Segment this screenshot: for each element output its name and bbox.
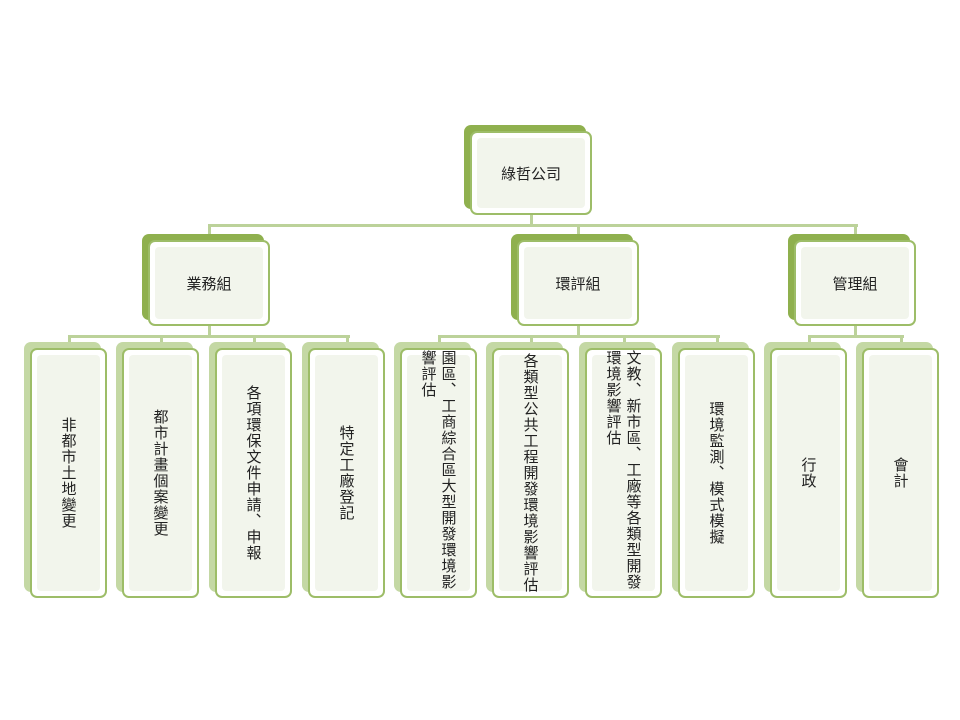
root-node: 綠哲公司 <box>464 125 592 215</box>
leaf-node-1-inner <box>37 355 100 591</box>
group-node-3-face: 管理組 <box>794 240 916 326</box>
leaf-node-9-label: 行政 <box>799 457 818 489</box>
connector-group-3-stem <box>854 224 857 240</box>
leaf-node-4: 特定工廠登記 <box>302 342 385 598</box>
leaf-node-1: 非都市土地變更 <box>24 342 107 598</box>
group-node-3: 管理組 <box>788 234 916 326</box>
leaf-node-9-face: 行政 <box>770 348 847 598</box>
group-node-3-inner <box>801 247 909 319</box>
leaf-node-5-face: 園區、工商綜合區大型開發環境影響評估 <box>400 348 477 598</box>
leaf-node-9-inner <box>777 355 840 591</box>
root-node-label: 綠哲公司 <box>500 164 561 183</box>
leaf-node-9: 行政 <box>764 342 847 598</box>
leaf-node-6-label: 各類型公共工程開發環境影響評估 <box>521 353 540 593</box>
group-node-1-inner <box>155 247 263 319</box>
connector-group-2-stem <box>577 224 580 240</box>
connector-group-1-stem <box>208 224 211 240</box>
leaf-node-1-face: 非都市土地變更 <box>30 348 107 598</box>
root-node-face: 綠哲公司 <box>470 131 592 215</box>
leaf-node-1-label: 非都市土地變更 <box>59 417 78 529</box>
leaf-node-4-inner <box>315 355 378 591</box>
group-node-2-inner <box>524 247 632 319</box>
leaf-node-2-inner <box>129 355 192 591</box>
connector-group-1-bus <box>68 335 350 338</box>
connector-root-down <box>530 215 533 224</box>
leaf-node-4-face: 特定工廠登記 <box>308 348 385 598</box>
leaf-node-5: 園區、工商綜合區大型開發環境影響評估 <box>394 342 477 598</box>
group-node-2-face: 環評組 <box>517 240 639 326</box>
connector-leaf-5-stem <box>437 335 441 348</box>
connector-leaf-6-stem <box>529 335 533 348</box>
root-node-inner <box>477 138 585 208</box>
group-node-1: 業務組 <box>142 234 270 326</box>
leaf-node-6-face: 各類型公共工程開發環境影響評估 <box>492 348 569 598</box>
connector-leaf-2-stem <box>159 335 163 348</box>
connector-group-2-down <box>577 326 580 335</box>
leaf-node-2-face: 都市計畫個案變更 <box>122 348 199 598</box>
leaf-node-6-inner <box>499 355 562 591</box>
connector-leaf-1-stem <box>67 335 71 348</box>
leaf-node-7: 文教、新市區、工廠等各類型開發環境影響評估 <box>579 342 662 598</box>
leaf-node-10-inner <box>869 355 932 591</box>
leaf-node-5-inner <box>407 355 470 591</box>
leaf-node-10-label: 會計 <box>891 457 910 489</box>
leaf-node-10: 會計 <box>856 342 939 598</box>
connector-group-2-bus <box>438 335 720 338</box>
leaf-node-2: 都市計畫個案變更 <box>116 342 199 598</box>
leaf-node-7-face: 文教、新市區、工廠等各類型開發環境影響評估 <box>585 348 662 598</box>
group-node-2-label: 環評組 <box>555 274 601 293</box>
connector-group-3-down <box>854 326 857 335</box>
connector-leaf-7-stem <box>622 335 626 348</box>
connector-root-bus <box>209 224 858 227</box>
leaf-node-3-inner <box>222 355 285 591</box>
leaf-node-5-label: 園區、工商綜合區大型開發環境影響評估 <box>419 350 458 590</box>
connector-group-3-bus <box>808 335 904 338</box>
group-node-1-label: 業務組 <box>186 274 232 293</box>
leaf-node-8-inner <box>685 355 748 591</box>
leaf-node-6: 各類型公共工程開發環境影響評估 <box>486 342 569 598</box>
leaf-node-3-label: 各項環保文件申請、申報 <box>244 385 263 561</box>
group-node-3-label: 管理組 <box>832 274 878 293</box>
connector-leaf-9-stem <box>807 335 811 348</box>
leaf-node-7-inner <box>592 355 655 591</box>
connector-group-1-down <box>208 326 211 335</box>
connector-leaf-10-stem <box>899 335 903 348</box>
connector-leaf-8-stem <box>715 335 719 348</box>
leaf-node-3-face: 各項環保文件申請、申報 <box>215 348 292 598</box>
leaf-node-8-label: 環境監測、模式模擬 <box>707 401 726 545</box>
leaf-node-8-face: 環境監測、模式模擬 <box>678 348 755 598</box>
leaf-node-4-label: 特定工廠登記 <box>337 425 356 521</box>
leaf-node-7-label: 文教、新市區、工廠等各類型開發環境影響評估 <box>604 350 643 590</box>
group-node-2: 環評組 <box>511 234 639 326</box>
connector-leaf-4-stem <box>345 335 349 348</box>
leaf-node-2-label: 都市計畫個案變更 <box>151 409 170 537</box>
group-node-1-face: 業務組 <box>148 240 270 326</box>
leaf-node-3: 各項環保文件申請、申報 <box>209 342 292 598</box>
leaf-node-8: 環境監測、模式模擬 <box>672 342 755 598</box>
connector-leaf-3-stem <box>252 335 256 348</box>
leaf-node-10-face: 會計 <box>862 348 939 598</box>
